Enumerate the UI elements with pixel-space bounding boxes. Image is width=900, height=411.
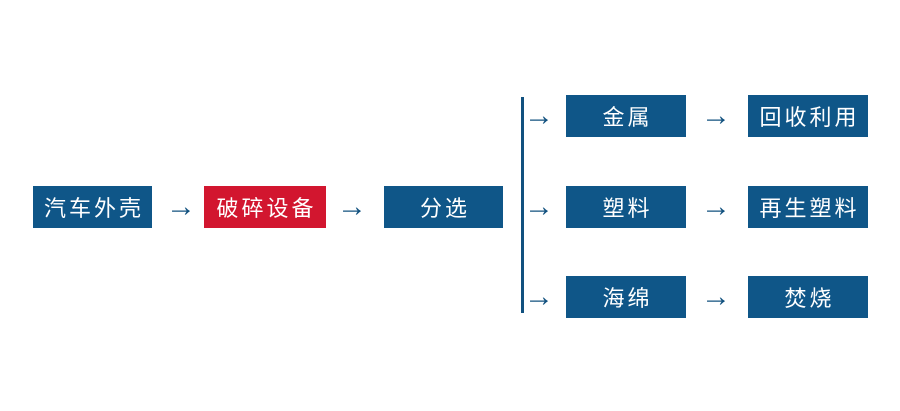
node-crusher-label: 破碎设备 (216, 196, 317, 221)
right-arrow-icon: → (524, 99, 554, 132)
node-recycled-plastic: 再生塑料 (748, 186, 868, 228)
arrow-icon: → (161, 186, 201, 228)
arrow-icon: → (696, 186, 736, 228)
node-plastic: 塑料 (566, 186, 686, 228)
node-plastic-label: 塑料 (602, 196, 653, 221)
node-sorting-label: 分选 (419, 196, 470, 221)
branch-arrow-icon: → (519, 186, 559, 228)
node-crusher: 破碎设备 (204, 186, 326, 228)
right-arrow-icon: → (524, 190, 554, 223)
node-sponge-label: 海绵 (602, 286, 653, 311)
branch-arrow-icon: → (519, 276, 559, 318)
right-arrow-icon: → (701, 280, 731, 313)
node-metal-label: 金属 (602, 105, 653, 130)
right-arrow-icon: → (166, 190, 196, 223)
node-recycled-plastic-label: 再生塑料 (759, 196, 860, 221)
arrow-icon: → (696, 276, 736, 318)
arrow-icon: → (332, 186, 372, 228)
node-sorting: 分选 (384, 186, 503, 228)
node-car-shell: 汽车外壳 (33, 186, 152, 228)
node-car-shell-label: 汽车外壳 (43, 196, 144, 221)
right-arrow-icon: → (524, 280, 554, 313)
node-incineration: 焚烧 (748, 276, 868, 318)
node-recycle-use-label: 回收利用 (759, 105, 860, 130)
node-recycle-use: 回收利用 (748, 95, 868, 137)
right-arrow-icon: → (701, 190, 731, 223)
right-arrow-icon: → (337, 190, 367, 223)
node-metal: 金属 (566, 95, 686, 137)
node-incineration-label: 焚烧 (784, 286, 835, 311)
arrow-icon: → (696, 95, 736, 137)
branch-connector-line (521, 97, 524, 313)
branch-arrow-icon: → (519, 95, 559, 137)
right-arrow-icon: → (701, 99, 731, 132)
node-sponge: 海绵 (566, 276, 686, 318)
